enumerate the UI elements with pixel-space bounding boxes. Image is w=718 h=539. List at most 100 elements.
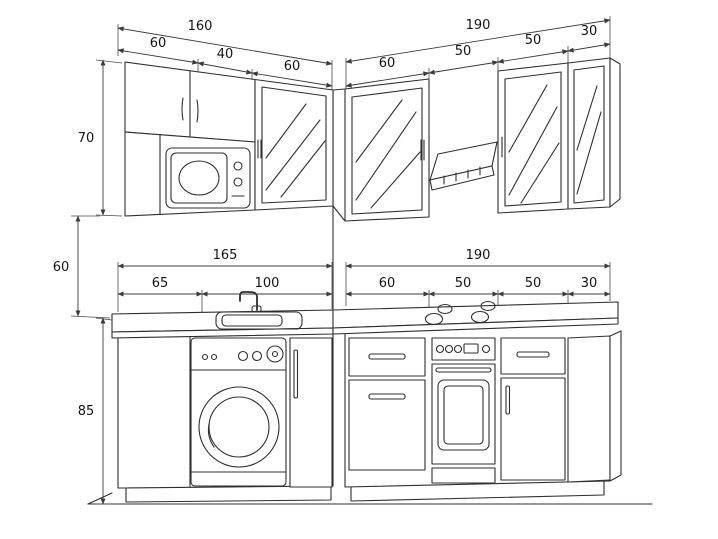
lower-left-cabinets — [117, 336, 334, 503]
stove-knobs — [435, 343, 491, 354]
oven-window-inner — [443, 385, 484, 445]
faucet-base — [251, 305, 262, 313]
dim-label-base-height: 85 — [78, 404, 95, 419]
range-hood-vent-ticks — [443, 166, 481, 185]
glass-reflection-lines-end — [576, 85, 602, 195]
burner-back-left — [437, 303, 453, 315]
dim-line-upper-left-seg3 — [251, 71, 333, 88]
door-handles — [181, 97, 199, 123]
dim-label-lower-right-seg2: 50 — [455, 276, 472, 291]
drawer-top-handle — [368, 353, 406, 360]
floor-wall-diagonal — [87, 492, 113, 505]
dim-label-upper-right-seg3: 50 — [525, 33, 542, 48]
counter-edge-right — [332, 317, 619, 335]
washer-door-outer — [198, 386, 280, 468]
upper-end-cabinet-panel — [573, 65, 605, 204]
cabinet-door-handle — [505, 385, 511, 415]
burner-back-right — [480, 300, 496, 312]
washer-door-highlight — [207, 423, 215, 448]
drawer-top-front — [348, 337, 426, 377]
sink-basin — [221, 314, 283, 327]
countertop — [111, 291, 619, 339]
drawer-bottom-handle — [368, 393, 406, 400]
dim-label-upper-left-seg2: 40 — [217, 47, 234, 62]
dim-label-upper-right-seg2: 50 — [455, 44, 472, 59]
dim-label-lower-left-seg1: 65 — [152, 276, 169, 291]
faucet — [239, 291, 258, 311]
stove-knob-4 — [481, 344, 491, 354]
washer-button-2 — [210, 353, 218, 361]
washer-knob-1 — [237, 350, 249, 362]
dim-label-lower-left-seg2: 100 — [255, 276, 280, 291]
microwave-controls — [231, 161, 245, 197]
dim-line-upper-left-seg2 — [197, 61, 253, 75]
dim-label-gap-height: 60 — [53, 260, 70, 275]
corner-base-door — [289, 337, 333, 488]
corner-door-handle — [293, 349, 299, 399]
microwave-window — [178, 160, 220, 196]
drawer-bottom-front — [348, 379, 426, 471]
range-hood-body — [429, 165, 495, 191]
base-run-outline-left — [117, 337, 334, 489]
cooktop-burners — [424, 300, 496, 326]
dim-label-lower-left-total: 165 — [213, 248, 238, 263]
glass-reflection-lines-right — [508, 84, 560, 204]
glass-door-handle-corner — [420, 139, 425, 161]
toe-kick-left — [125, 485, 332, 503]
dim-label-lower-right-seg1: 60 — [379, 276, 396, 291]
oven-storage-drawer — [431, 467, 496, 484]
upper-left-cabinets — [124, 61, 334, 217]
cabinet-door — [500, 377, 566, 481]
oven-handle — [435, 367, 492, 373]
upper-cabinet-side-face — [609, 57, 621, 208]
washer-program-dial — [266, 345, 284, 363]
glass-door-frame-right — [504, 71, 562, 207]
dim-line-upper-right-seg4 — [567, 42, 611, 53]
dim-label-upper-right-seg1: 60 — [379, 56, 396, 71]
dim-line-upper-left-seg1 — [117, 48, 199, 65]
dim-label-upper-right-total: 190 — [466, 18, 491, 33]
dim-label-lower-right-seg3: 50 — [525, 276, 542, 291]
glass-reflection-lines-left — [265, 103, 326, 198]
dim-line-upper-right-seg3 — [497, 49, 569, 64]
upper-glass-cabinet-corner — [344, 78, 430, 222]
base-bottom-edge-right — [344, 480, 611, 488]
microwave-body — [165, 147, 251, 209]
burner-front-left — [424, 312, 444, 326]
oven-window-outer — [437, 379, 490, 451]
corner-joint-lines — [332, 88, 346, 222]
washer-controls — [201, 345, 284, 363]
dim-label-upper-right-seg4: 30 — [581, 24, 598, 39]
microwave-door — [170, 152, 228, 204]
cabinet-drawer-front — [500, 337, 566, 375]
end-filler-panel — [567, 335, 611, 483]
base-cabinet-side-face — [609, 330, 622, 482]
washing-machine — [190, 337, 287, 487]
dim-label-upper-height: 70 — [78, 131, 95, 146]
dim-line-upper-right-seg1 — [345, 71, 430, 88]
dimension-annotations: 160 60 40 60 190 60 50 50 30 70 60 85 16… — [53, 16, 611, 505]
dim-label-upper-left-total: 160 — [188, 19, 213, 34]
dim-label-lower-right-seg4: 30 — [581, 276, 598, 291]
stove-knob-1 — [435, 344, 445, 354]
stove-knob-3 — [453, 344, 463, 354]
microwave-knob-2 — [233, 177, 243, 187]
dim-label-upper-left-seg3: 60 — [284, 59, 301, 74]
glass-door-frame-corner — [351, 87, 423, 215]
glass-door-handle-left — [257, 139, 262, 159]
glass-reflection-lines-corner — [355, 99, 421, 209]
stove-display — [463, 343, 479, 354]
burner-front-right — [470, 310, 490, 324]
washer-button-1 — [201, 353, 209, 361]
stove-knob-2 — [444, 344, 454, 354]
washer-knob-2 — [251, 350, 263, 362]
washer-dial-center — [271, 350, 279, 358]
upper-glass-cabinet-right — [497, 62, 569, 214]
glass-door-frame-left — [261, 86, 327, 204]
upper-glass-cabinet-left — [254, 78, 334, 211]
lower-right-cabinets — [332, 330, 622, 502]
upper-right-cabinets — [332, 57, 621, 222]
dim-line-upper-right-total — [345, 18, 611, 64]
